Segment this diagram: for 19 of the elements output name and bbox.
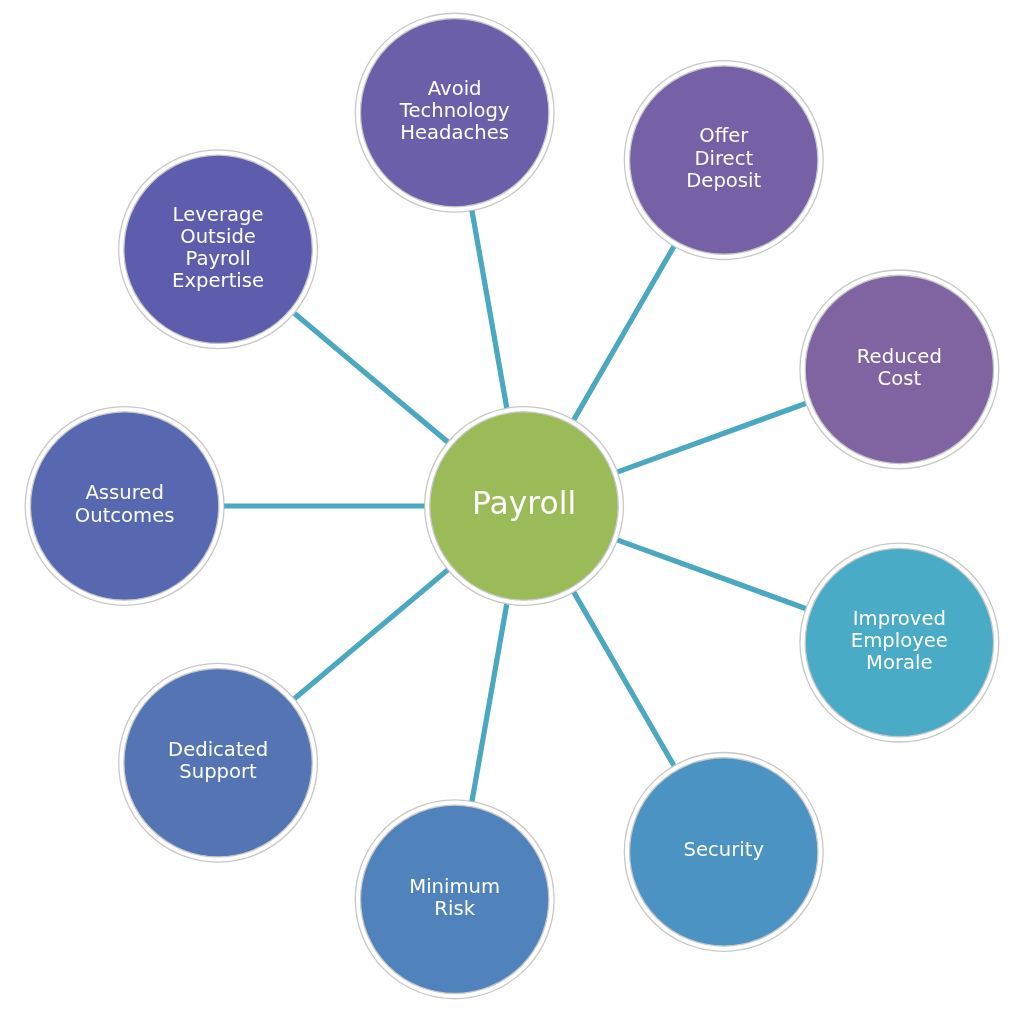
connector bbox=[469, 603, 510, 802]
connector bbox=[616, 537, 807, 611]
node-circle: Assured Outcomes bbox=[24, 405, 225, 607]
connector bbox=[224, 503, 425, 509]
connector bbox=[469, 210, 510, 409]
node-circle: Improved Employee Morale bbox=[799, 542, 1000, 743]
connector bbox=[571, 591, 677, 767]
node-circle: Reduced Cost bbox=[799, 269, 1000, 470]
connector bbox=[616, 401, 807, 475]
node-circle: Offer Direct Deposit bbox=[623, 60, 824, 261]
node-circle: Leverage Outside Payroll Expertise bbox=[118, 149, 319, 350]
node-circle: Avoid Technology Headaches bbox=[354, 12, 555, 213]
node-circle: Security bbox=[623, 751, 824, 952]
connector bbox=[292, 568, 450, 701]
node-circle: Dedicated Support bbox=[118, 662, 319, 863]
connector bbox=[292, 311, 450, 444]
node-circle: Minimum Risk bbox=[354, 799, 555, 1000]
node-circle: Payroll bbox=[424, 405, 625, 607]
connector bbox=[571, 245, 677, 421]
